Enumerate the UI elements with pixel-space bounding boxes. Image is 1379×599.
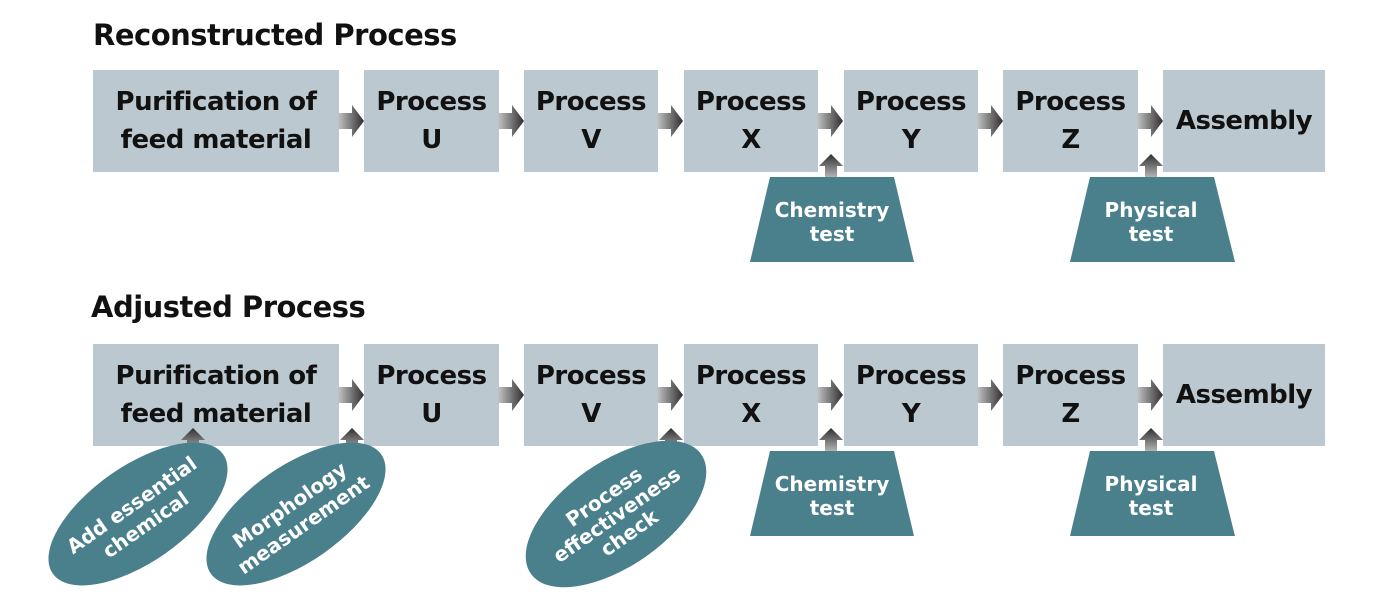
check-line1: Physical (1105, 472, 1198, 496)
step-line1: Process (1015, 87, 1126, 117)
step-line1: Process (695, 361, 807, 391)
step-line2: Z (1061, 399, 1080, 429)
up-arrow (1139, 154, 1163, 180)
step-purification: Purification of feed material (93, 344, 339, 446)
up-arrow (819, 154, 843, 180)
check-line2: test (810, 496, 855, 520)
add-essential-chemical-check: Add essential chemical (48, 442, 228, 586)
process-effectiveness-check: Process effectiveness check (525, 440, 707, 588)
morphology-measurement-check: Morphology measurement (206, 442, 386, 586)
step-line2: feed material (120, 399, 312, 429)
up-arrow (1139, 428, 1163, 454)
step-purification: Purification of feed material (93, 70, 339, 172)
step-line1: Process (855, 361, 967, 391)
reconstructed-process-title: Reconstructed Process (93, 18, 457, 52)
step-line1: Process (535, 361, 647, 391)
flow-arrow (817, 379, 843, 411)
adjusted-process-title: Adjusted Process (91, 290, 366, 324)
check-line1: Chemistry (775, 198, 890, 222)
flow-arrow (1137, 379, 1163, 411)
physical-test-check: Physical test (1070, 451, 1235, 536)
chemistry-test-check: Chemistry test (750, 177, 914, 262)
step-line1: Process (376, 87, 487, 117)
step-line2: feed material (120, 125, 312, 155)
step-line2: U (421, 399, 442, 429)
chemistry-test-check: Chemistry test (750, 451, 914, 536)
up-arrow (819, 428, 843, 454)
step-assembly: Assembly (1163, 70, 1325, 172)
flow-arrow (657, 379, 683, 411)
step-line2: Z (1061, 125, 1080, 155)
step-line2: U (421, 125, 442, 155)
flow-arrow (657, 105, 683, 137)
flow-arrow (338, 105, 364, 137)
step-assembly: Assembly (1163, 344, 1325, 446)
step-line2: V (581, 399, 601, 429)
step-line2: X (741, 125, 761, 155)
step-line1: Process (695, 87, 807, 117)
check-line2: test (1129, 222, 1174, 246)
step-line2: Y (901, 125, 921, 155)
step-line1: Assembly (1175, 106, 1313, 136)
flow-arrow (498, 105, 524, 137)
step-line1: Process (376, 361, 487, 391)
step-line1: Assembly (1175, 380, 1313, 410)
check-line1: Physical (1105, 198, 1198, 222)
flow-arrow (498, 379, 524, 411)
step-line2: X (741, 399, 761, 429)
step-line1: Process (1015, 361, 1126, 391)
step-line2: Y (901, 399, 921, 429)
step-line2: V (581, 125, 601, 155)
flow-arrow (977, 379, 1003, 411)
flow-arrow (338, 379, 364, 411)
check-line2: test (810, 222, 855, 246)
step-line1: Purification of (115, 361, 317, 391)
step-line1: Process (535, 87, 647, 117)
check-line1: Chemistry (775, 472, 890, 496)
flow-arrow (1137, 105, 1163, 137)
flow-arrow (977, 105, 1003, 137)
step-line1: Process (855, 87, 967, 117)
physical-test-check: Physical test (1070, 177, 1235, 262)
check-line2: test (1129, 496, 1174, 520)
flow-arrow (817, 105, 843, 137)
step-line1: Purification of (115, 87, 317, 117)
